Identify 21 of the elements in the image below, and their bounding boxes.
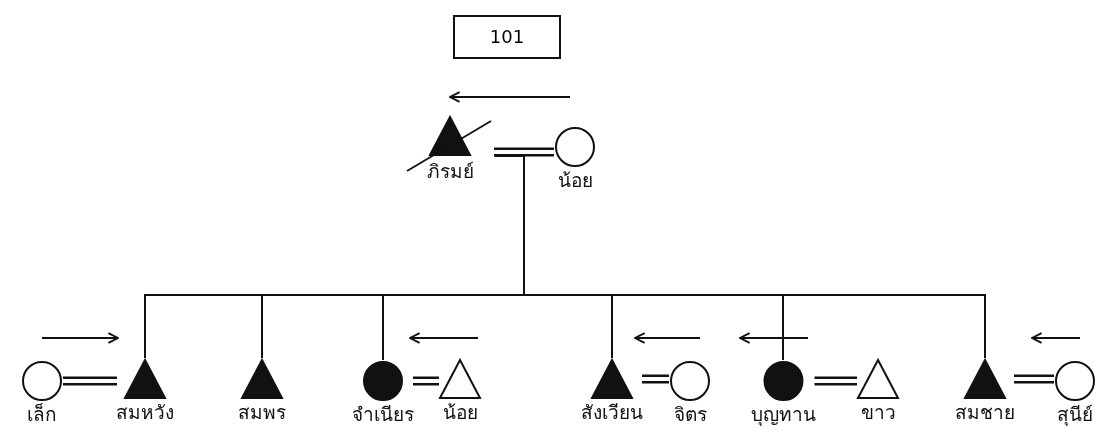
person-name: จิตร xyxy=(673,402,707,426)
marriage-line xyxy=(642,374,669,384)
descent-line xyxy=(494,154,986,359)
person-name: ภิรมย์ xyxy=(426,159,474,183)
person-name: น้อย xyxy=(442,400,478,424)
person-name: เล็ก xyxy=(27,402,57,426)
number-box: 101 xyxy=(453,15,561,59)
marriage-line xyxy=(413,376,439,386)
person-name: สุนีย์ xyxy=(1057,402,1093,426)
person-name: สมชาย xyxy=(955,400,1015,424)
marriage-line xyxy=(1014,374,1054,384)
person-name: บุญทาน xyxy=(750,402,816,426)
person-name: จำเนียร xyxy=(352,402,414,426)
person-name: สังเวียน xyxy=(581,400,643,424)
person-name: สมหวัง xyxy=(116,400,174,424)
marriage-line xyxy=(494,147,554,157)
person-name: น้อย xyxy=(557,168,593,192)
marriage-line xyxy=(814,376,857,386)
marriage-line xyxy=(63,376,117,386)
person-name: สมพร xyxy=(238,400,286,424)
person-name: ขาว xyxy=(860,400,896,424)
